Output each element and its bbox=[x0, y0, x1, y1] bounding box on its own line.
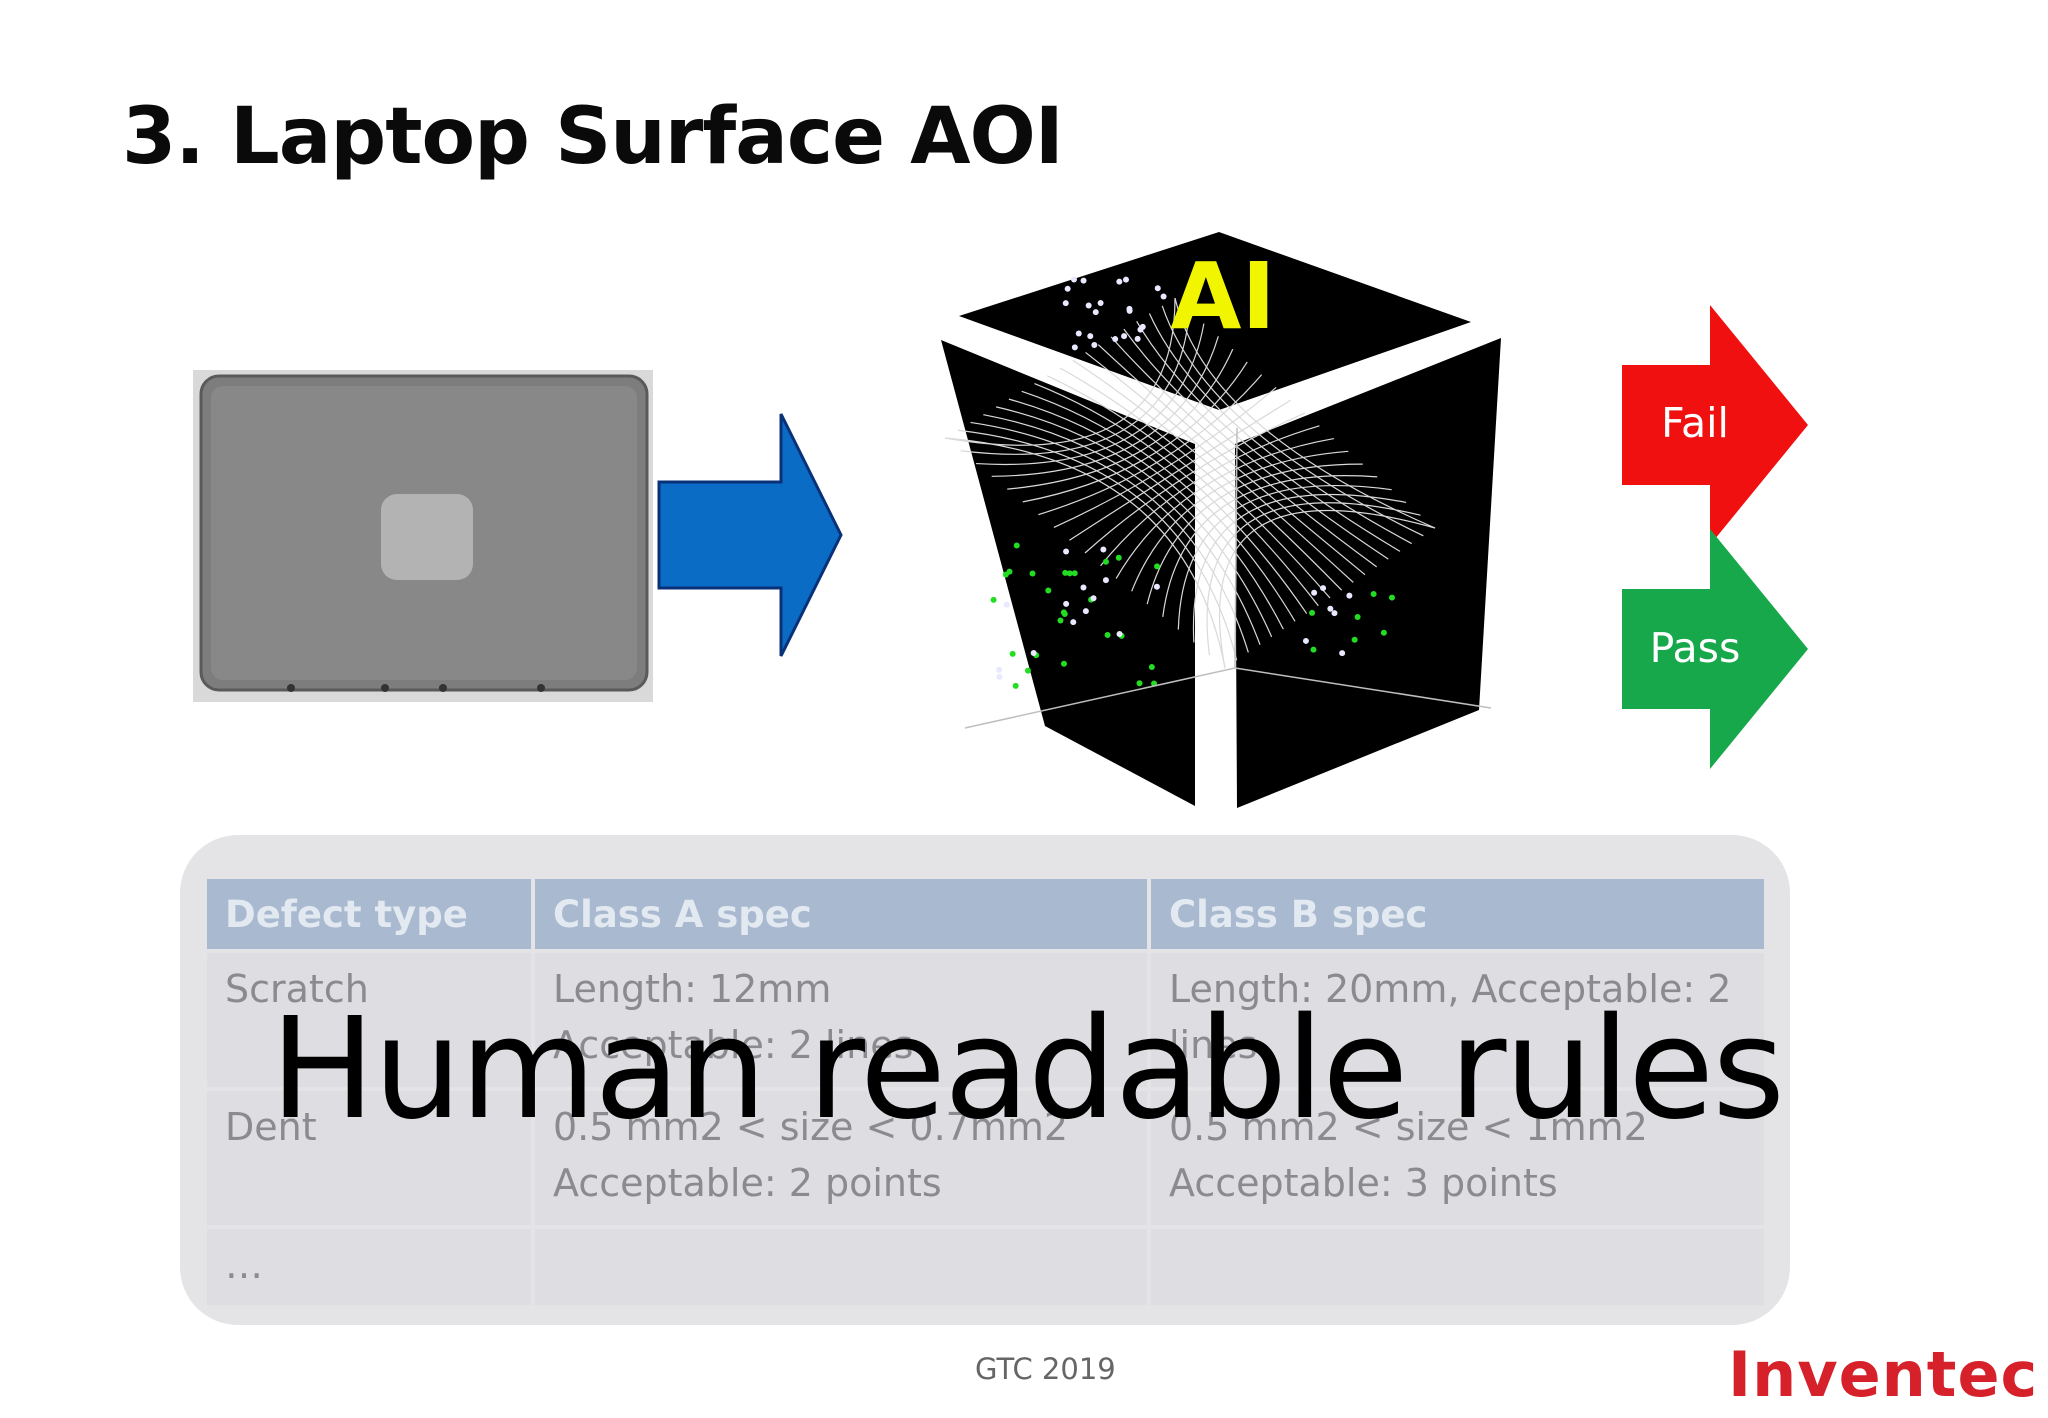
fail-label: Fail bbox=[1661, 399, 1729, 447]
cell-class-a: 0.5 mm2 < size < 0.7mm2 Acceptable: 2 po… bbox=[535, 1091, 1147, 1225]
cell-class-b: Length: 20mm, Acceptable: 2 lines bbox=[1151, 953, 1764, 1087]
cell-defect: … bbox=[207, 1229, 531, 1305]
ai-model-cube: AI bbox=[941, 232, 1501, 808]
pass-label: Pass bbox=[1649, 624, 1741, 672]
cell-class-a bbox=[535, 1229, 1147, 1305]
table-row: Scratch Length: 12mm Acceptable: 2 lines… bbox=[207, 953, 1764, 1087]
mesh-surface bbox=[944, 297, 1436, 669]
overlay-heading: Human readable rules bbox=[270, 988, 1785, 1151]
rules-table: Defect type Class A spec Class B spec Sc… bbox=[203, 875, 1768, 1309]
table-header-row: Defect type Class A spec Class B spec bbox=[207, 879, 1764, 949]
footer-text: GTC 2019 bbox=[975, 1352, 1116, 1386]
fail-arrow-icon bbox=[1622, 305, 1808, 545]
fail-arrow: Fail bbox=[1620, 303, 1810, 547]
cell-defect: Dent bbox=[207, 1091, 531, 1225]
pass-arrow: Pass bbox=[1620, 527, 1810, 771]
cell-defect: Scratch bbox=[207, 953, 531, 1087]
table-row: Dent 0.5 mm2 < size < 0.7mm2 Acceptable:… bbox=[207, 1091, 1764, 1225]
pass-arrow-icon bbox=[1622, 529, 1808, 769]
cell-class-a: Length: 12mm Acceptable: 2 lines bbox=[535, 953, 1147, 1087]
laptop-image bbox=[193, 370, 653, 702]
slide-title: 3. Laptop Surface AOI bbox=[122, 92, 1064, 182]
table-row: … bbox=[207, 1229, 1764, 1305]
process-arrow-icon bbox=[657, 413, 843, 657]
header-class-a: Class A spec bbox=[535, 879, 1147, 949]
ai-label: AI bbox=[1170, 243, 1275, 350]
data-points bbox=[990, 276, 1395, 689]
cell-class-b: 0.5 mm2 < size < 1mm2 Acceptable: 3 poin… bbox=[1151, 1091, 1764, 1225]
axis-lines bbox=[964, 427, 1492, 729]
header-defect-type: Defect type bbox=[207, 879, 531, 949]
header-class-b: Class B spec bbox=[1151, 879, 1764, 949]
cell-class-b bbox=[1151, 1229, 1764, 1305]
brand-logo: Inventec bbox=[1728, 1338, 2039, 1411]
